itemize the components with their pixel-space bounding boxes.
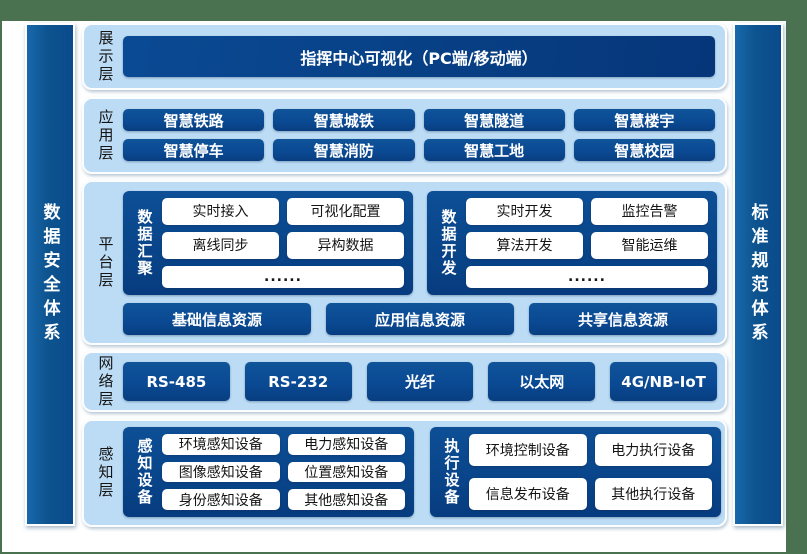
application-layer-content: 智慧铁路 智慧城铁 智慧隧道 智慧楼宇 智慧停车 智慧消防 智慧工地 智慧校园 bbox=[123, 99, 725, 172]
resources-row: 基础信息资源 应用信息资源 共享信息资源 bbox=[123, 303, 717, 335]
sensing-devices-grid: 环境感知设备 电力感知设备 图像感知设备 位置感知设备 身份感知设备 其他感知设… bbox=[162, 434, 405, 510]
sensing-devices-group: 感知设备 环境感知设备 电力感知设备 图像感知设备 位置感知设备 身份感知设备 … bbox=[123, 427, 414, 517]
application-box: 智慧工地 bbox=[423, 139, 565, 161]
perception-layer-content: 感知设备 环境感知设备 电力感知设备 图像感知设备 位置感知设备 身份感知设备 … bbox=[123, 421, 725, 525]
platform-layer-content: 数据汇聚 实时接入 可视化配置 离线同步 异构数据 ...... 数据开发 实时… bbox=[123, 182, 725, 343]
application-box: 智慧消防 bbox=[273, 139, 415, 161]
application-box: 智慧隧道 bbox=[423, 109, 565, 131]
application-box: 智慧铁路 bbox=[123, 109, 265, 131]
device-box: 其他执行设备 bbox=[594, 478, 712, 510]
right-pillar-standards: 标准规范体系 bbox=[733, 23, 783, 526]
network-box: 光纤 bbox=[366, 362, 474, 401]
right-pillar-label: 标准规范体系 bbox=[747, 202, 768, 347]
platform-feature-box: 算法开发 bbox=[466, 231, 583, 259]
resource-box: 共享信息资源 bbox=[529, 303, 717, 335]
device-box: 身份感知设备 bbox=[162, 489, 280, 510]
layer-label-display: 展示层 bbox=[96, 29, 115, 84]
sensing-devices-label: 感知设备 bbox=[135, 438, 154, 506]
layer-label-perception: 感知层 bbox=[96, 446, 115, 500]
layer-panel-network: 网络层 RS-485 RS-232 光纤 以太网 4G/NB-IoT bbox=[82, 351, 727, 412]
platform-feature-box: 离线同步 bbox=[162, 231, 279, 259]
ellipsis-box: ...... bbox=[162, 265, 404, 289]
application-box: 智慧楼宇 bbox=[573, 109, 715, 131]
device-box: 电力感知设备 bbox=[287, 434, 405, 455]
layer-panel-platform: 平台层 数据汇聚 实时接入 可视化配置 离线同步 异构数据 ...... 数据开… bbox=[82, 180, 727, 345]
application-box: 智慧城铁 bbox=[273, 109, 415, 131]
data-development-group: 数据开发 实时开发 监控告警 算法开发 智能运维 ...... bbox=[427, 191, 717, 296]
ellipsis-box: ...... bbox=[466, 265, 708, 289]
platform-feature-box: 智能运维 bbox=[591, 231, 708, 259]
left-pillar-data-security: 数据安全体系 bbox=[25, 23, 75, 526]
device-box: 其他感知设备 bbox=[287, 489, 405, 510]
network-box: RS-485 bbox=[123, 362, 230, 401]
resource-box: 应用信息资源 bbox=[326, 303, 514, 335]
execution-devices-grid: 环境控制设备 电力执行设备 信息发布设备 其他执行设备 bbox=[469, 434, 712, 510]
device-box: 信息发布设备 bbox=[469, 478, 587, 510]
application-box: 智慧停车 bbox=[123, 139, 265, 161]
data-aggregation-grid: 实时接入 可视化配置 离线同步 异构数据 ...... bbox=[162, 198, 404, 289]
layer-label-network: 网络层 bbox=[96, 354, 115, 409]
platform-feature-box: 可视化配置 bbox=[287, 198, 404, 225]
layer-panel-perception: 感知层 感知设备 环境感知设备 电力感知设备 图像感知设备 位置感知设备 身份感… bbox=[82, 419, 727, 527]
data-development-label: 数据开发 bbox=[439, 209, 458, 278]
execution-devices-group: 执行设备 环境控制设备 电力执行设备 信息发布设备 其他执行设备 bbox=[430, 427, 721, 517]
resource-box: 基础信息资源 bbox=[123, 303, 311, 335]
layer-label-application: 应用层 bbox=[96, 108, 115, 163]
network-box: 以太网 bbox=[488, 362, 596, 401]
left-pillar-label: 数据安全体系 bbox=[39, 202, 60, 347]
platform-feature-box: 实时接入 bbox=[162, 198, 279, 225]
execution-devices-label: 执行设备 bbox=[442, 438, 461, 506]
platform-feature-box: 实时开发 bbox=[466, 198, 583, 225]
device-box: 环境感知设备 bbox=[162, 434, 280, 455]
platform-feature-box: 监控告警 bbox=[591, 198, 708, 225]
device-box: 图像感知设备 bbox=[162, 461, 280, 483]
network-layer-content: RS-485 RS-232 光纤 以太网 4G/NB-IoT bbox=[123, 353, 725, 410]
device-box: 电力执行设备 bbox=[594, 434, 712, 466]
data-aggregation-group: 数据汇聚 实时接入 可视化配置 离线同步 异构数据 ...... bbox=[123, 191, 413, 296]
data-aggregation-label: 数据汇聚 bbox=[135, 209, 154, 278]
device-box: 环境控制设备 bbox=[469, 434, 587, 466]
command-center-box: 指挥中心可视化（PC端/移动端） bbox=[123, 36, 715, 77]
network-box: RS-232 bbox=[244, 362, 352, 401]
display-layer-content: 指挥中心可视化（PC端/移动端） bbox=[123, 25, 725, 88]
application-box: 智慧校园 bbox=[573, 139, 715, 161]
layer-panel-application: 应用层 智慧铁路 智慧城铁 智慧隧道 智慧楼宇 智慧停车 智慧消防 智慧工地 智… bbox=[82, 97, 727, 174]
network-box: 4G/NB-IoT bbox=[610, 362, 717, 401]
platform-groups-row: 数据汇聚 实时接入 可视化配置 离线同步 异构数据 ...... 数据开发 实时… bbox=[123, 191, 717, 296]
data-development-grid: 实时开发 监控告警 算法开发 智能运维 ...... bbox=[466, 198, 708, 289]
device-box: 位置感知设备 bbox=[287, 461, 405, 483]
layer-panel-display: 展示层 指挥中心可视化（PC端/移动端） bbox=[82, 23, 727, 90]
layer-label-platform: 平台层 bbox=[96, 235, 115, 290]
platform-feature-box: 异构数据 bbox=[287, 231, 404, 259]
